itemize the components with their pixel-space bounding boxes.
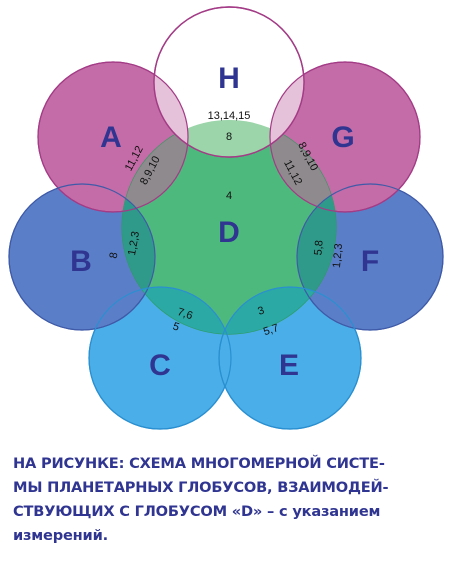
globe-g-letter: G [331,121,354,154]
overlap-g-d [270,120,336,212]
globe-b-letter: B [70,245,92,278]
overlap-h-d-dims: 8 [226,131,232,143]
figure-caption: НА РИСУНКЕ: СХЕМА МНОГОМЕРНОЙ СИСТЕ- МЫ … [13,452,443,548]
overlap-f-d-inner-dims: 5,8 [312,240,325,256]
globe-h-dims: 13,14,15 [208,110,251,122]
caption-line-2: МЫ ПЛАНЕТАРНЫХ ГЛОБУСОВ, ВЗАИМОДЕЙ- [13,479,389,496]
globes-venn-diagram: H A G B D F C E 13,14,15 8 4 11,12 8,9,1… [8,6,444,430]
overlap-a-d [122,120,188,212]
globe-e-letter: E [279,349,299,382]
globe-a-letter: A [100,121,122,154]
overlap-e-d-outer-dims: 5,7 [262,322,280,338]
caption-line-3: СТВУЮЩИХ С ГЛОБУСОМ «D» – с указанием [13,503,381,520]
globe-h-letter: H [218,62,240,95]
caption-line-1: НА РИСУНКЕ: СХЕМА МНОГОМЕРНОЙ СИСТЕ- [13,455,385,472]
overlap-b-d-inner-dims: 1,2,3 [126,230,142,256]
overlap-f-d-outer-dims: 1,2,3 [331,243,345,268]
overlap-b-d-outer-dims: 8 [108,251,121,259]
overlap-c-d-inner-dims: 7,6 [176,306,194,322]
overlap-e-d-inner-dims: 3 [256,304,266,317]
globe-d-letter: D [218,216,240,249]
overlap-c-d-outer-dims: 5 [171,320,181,333]
globe-f-letter: F [361,245,379,278]
globe-d-dims: 4 [226,190,232,202]
caption-line-4: измерений. [13,527,108,544]
globe-c-letter: C [149,349,171,382]
